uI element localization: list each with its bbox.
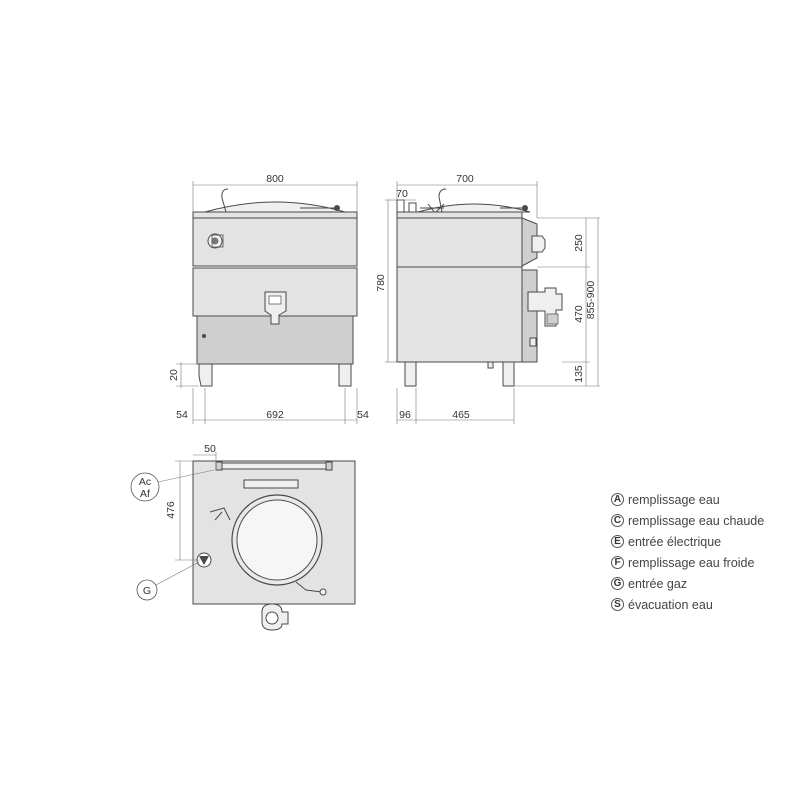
callout-gas-label: G (143, 585, 151, 597)
side-hinge (396, 199, 417, 213)
legend-letter-badge: C (611, 514, 624, 527)
top-depth-dimension: 476 (165, 501, 177, 519)
side-leg-front (404, 361, 417, 387)
legend-letter-badge: S (611, 598, 624, 611)
legend-letter-badge: G (611, 577, 624, 590)
callout-water-label-af: Af (140, 488, 150, 500)
front-lid (204, 201, 346, 213)
legend-text: entrée électrique (628, 534, 722, 549)
side-lid-handle (438, 188, 447, 213)
front-badge-icon (202, 334, 206, 338)
side-top-panel (396, 211, 523, 268)
top-offset-dimension: 50 (204, 443, 216, 455)
side-body (396, 266, 523, 363)
legend-text: entrée gaz (628, 576, 688, 591)
top-lid-handle (243, 479, 299, 489)
side-view: 700 70 780 250 470 135 855-900 96 465 (375, 173, 600, 424)
side-rear-offset-dimension: 96 (399, 409, 411, 421)
front-lid-knob (334, 205, 340, 211)
front-height-offset-dimension: 20 (168, 369, 180, 381)
front-leg-span-dimension: 692 (266, 409, 284, 421)
legend-text: remplissage eau chaude (628, 513, 765, 528)
legend-letter-badge: F (611, 556, 624, 569)
top-water-tap (209, 507, 231, 521)
front-view: 800 20 54 692 54 (168, 173, 369, 424)
side-upper-dimension: 250 (573, 234, 585, 252)
side-total-height-dimension: 855-900 (585, 281, 597, 320)
front-leg-left-dimension: 54 (176, 409, 188, 421)
side-middle-dimension: 470 (573, 305, 585, 323)
side-leg-rear (502, 361, 515, 387)
side-control-box (521, 217, 538, 267)
front-leg-right (338, 363, 352, 387)
side-leg-span-dimension: 465 (452, 409, 470, 421)
legend-text: évacuation eau (628, 597, 713, 612)
side-control-knob (531, 235, 546, 253)
legend-letter-badge: A (611, 493, 624, 506)
front-leg-right-dimension: 54 (357, 409, 369, 421)
side-lower-dimension: 135 (573, 365, 585, 383)
legend-letter-badge: E (611, 535, 624, 548)
callout-gas-bubble (136, 579, 158, 601)
top-view: 50 476 Ac Af G (130, 443, 356, 631)
callout-water-bubble (130, 472, 160, 502)
front-width-dimension: 800 (266, 173, 284, 185)
front-lid-handle-left (221, 188, 229, 213)
side-depth-dimension: 700 (456, 173, 474, 185)
legend-text: remplissage eau (628, 492, 720, 507)
front-leg-left (198, 363, 213, 387)
legend-text: remplissage eau froide (628, 555, 755, 570)
callout-water-label-ac: Ac (139, 476, 151, 488)
top-lever (295, 581, 323, 593)
side-rear-cabinet (521, 269, 538, 363)
top-hinge-bar (219, 462, 329, 470)
side-height-dimension: 780 (375, 274, 387, 292)
side-rear-dimension: 70 (396, 188, 408, 200)
